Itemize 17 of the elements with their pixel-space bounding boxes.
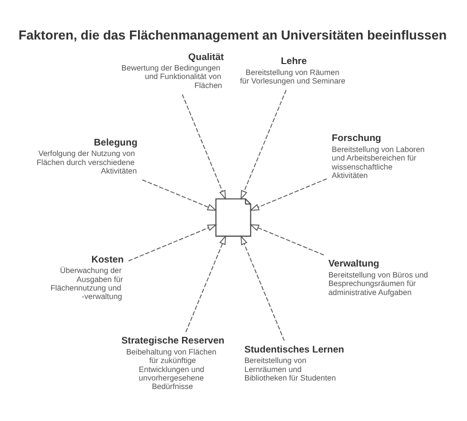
node-text: Studentisches Lernen Bereitstellung von Lernräumen und Bibliotheken für Studenten — [244, 344, 344, 382]
node-text: Strategische Reserven Beibehaltung von Flächen für zukünftige Entwicklungen und unvorhergesehene Bedürfnisse — [121, 335, 224, 391]
node-text: Qualität Bewertung der Bedingungen und Funktionalität von Flächen — [121, 51, 224, 90]
node-text: Forschung Bereitstellung von Laboren und Arbeitsbereichen für wissenschaftliche Aktivitäten — [332, 132, 425, 180]
node-text: Belegung Verfolgung der Nutzung von Flächen durch verschiedene Aktivitäten — [36, 136, 138, 176]
node-text: Lehre Bereitstellung von Räumen für Vorlesungen und Seminare — [240, 56, 346, 86]
arrow — [128, 224, 218, 261]
arrow — [250, 178, 328, 210]
node-text: Verwaltung Bereitstellung von Büros und Besprechungsräumen für administrative Aufgaben — [328, 258, 428, 296]
arrow — [249, 224, 324, 255]
node-text: Kosten Überwachung der Ausgaben für Flächennutzung und -verwaltung — [50, 254, 124, 301]
arrow — [240, 234, 285, 341]
arrow — [240, 89, 287, 200]
arrow — [185, 234, 226, 332]
diagram-title: Faktoren, die das Flächenmanagement an Universitäten beeinflussen — [18, 27, 447, 42]
arrow — [142, 178, 217, 210]
arrow — [182, 93, 226, 200]
